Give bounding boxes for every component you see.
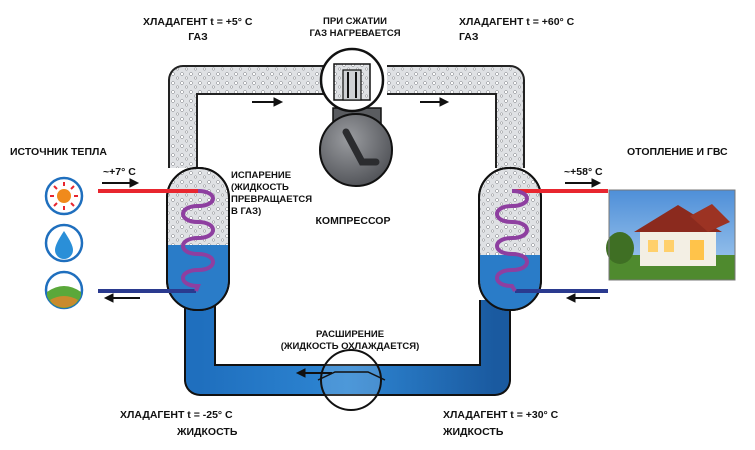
heat-source-label: ИСТОЧНИК ТЕПЛА xyxy=(10,146,107,158)
expansion-label-2: (ЖИДКОСТЬ ОХЛАЖДАЕТСЯ) xyxy=(281,341,420,352)
top-right-temp-label: ХЛАДАГЕНТ t = +60° С xyxy=(459,16,575,28)
top-left-temp-label: ХЛАДАГЕНТ t = +5° С xyxy=(143,16,253,28)
compressor xyxy=(319,47,393,187)
source-temp-label: ~+7° С xyxy=(103,166,136,178)
top-left-state-label: ГАЗ xyxy=(188,31,208,43)
evaporation-label-4: В ГАЗ) xyxy=(231,206,261,217)
liquid-pipe-loop xyxy=(184,300,511,396)
top-right-state-label: ГАЗ xyxy=(459,31,479,43)
sun-icon xyxy=(44,176,84,216)
flow-arrows xyxy=(102,97,602,378)
bottom-right-temp-label: ХЛАДАГЕНТ t = +30° С xyxy=(443,409,559,421)
bottom-left-temp-label: ХЛАДАГЕНТ t = -25° С xyxy=(120,409,233,421)
compress-label-line2: ГАЗ НАГРЕВАЕТСЯ xyxy=(309,28,400,39)
heating-label: ОТОПЛЕНИЕ И ГВС xyxy=(627,146,728,158)
evaporation-label-3: ПРЕВРАЩАЕТСЯ xyxy=(231,194,312,205)
expansion-valve xyxy=(317,349,386,411)
compress-label-line1: ПРИ СЖАТИИ xyxy=(323,16,387,27)
compressor-label: КОМПРЕССОР xyxy=(316,215,391,227)
evaporation-label-1: ИСПАРЕНИЕ xyxy=(231,170,291,181)
gas-pipe-loop xyxy=(168,65,525,168)
earth-icon xyxy=(44,270,84,310)
condenser-coil xyxy=(495,189,529,293)
heating-temp-label: ~+58° С xyxy=(564,166,603,178)
expansion-label-1: РАСШИРЕНИЕ xyxy=(316,329,384,340)
bottom-right-state-label: ЖИДКОСТЬ xyxy=(442,426,504,438)
bottom-left-state-label: ЖИДКОСТЬ xyxy=(176,426,238,438)
house-photo xyxy=(606,189,736,281)
evaporation-label-2: (ЖИДКОСТЬ xyxy=(231,182,289,193)
evaporator-coil xyxy=(181,189,215,292)
water-drop-icon xyxy=(44,223,84,263)
